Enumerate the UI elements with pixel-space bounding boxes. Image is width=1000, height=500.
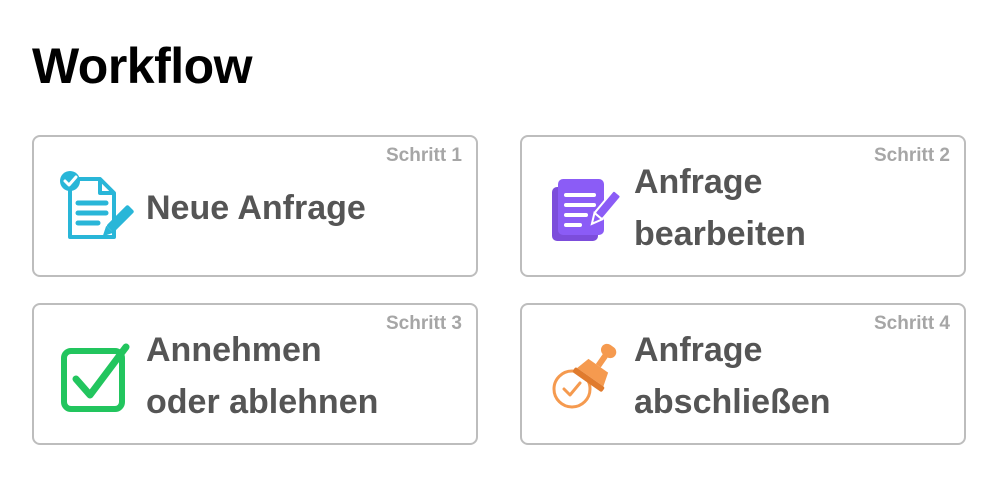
step-title: Neue Anfrage xyxy=(146,189,366,227)
step-number: Schritt 1 xyxy=(385,145,462,166)
notepad-pen-icon xyxy=(544,167,624,247)
workflow-step-2-card[interactable]: Schritt 2 Anfrage bearbeiten xyxy=(520,135,966,277)
checkbox-check-icon xyxy=(56,335,136,415)
step-number: Schritt 2 xyxy=(873,145,950,166)
step-title: Anfrage abschließen xyxy=(634,331,831,421)
step-number: Schritt 3 xyxy=(385,313,462,334)
document-edit-icon xyxy=(56,167,136,247)
step-title: Annehmen oder ablehnen xyxy=(146,331,379,421)
workflow-step-4-card[interactable]: Schritt 4 Anfrage abschließen xyxy=(520,303,966,445)
workflow-step-3-card[interactable]: Schritt 3 Annehmen oder ablehnen xyxy=(32,303,478,445)
page-title: Workflow xyxy=(32,38,253,94)
step-title: Anfrage bearbeiten xyxy=(634,163,806,253)
stamp-icon xyxy=(544,335,624,415)
workflow-step-1-card[interactable]: Schritt 1 Neue Anfrage xyxy=(32,135,478,277)
step-number: Schritt 4 xyxy=(873,313,950,334)
